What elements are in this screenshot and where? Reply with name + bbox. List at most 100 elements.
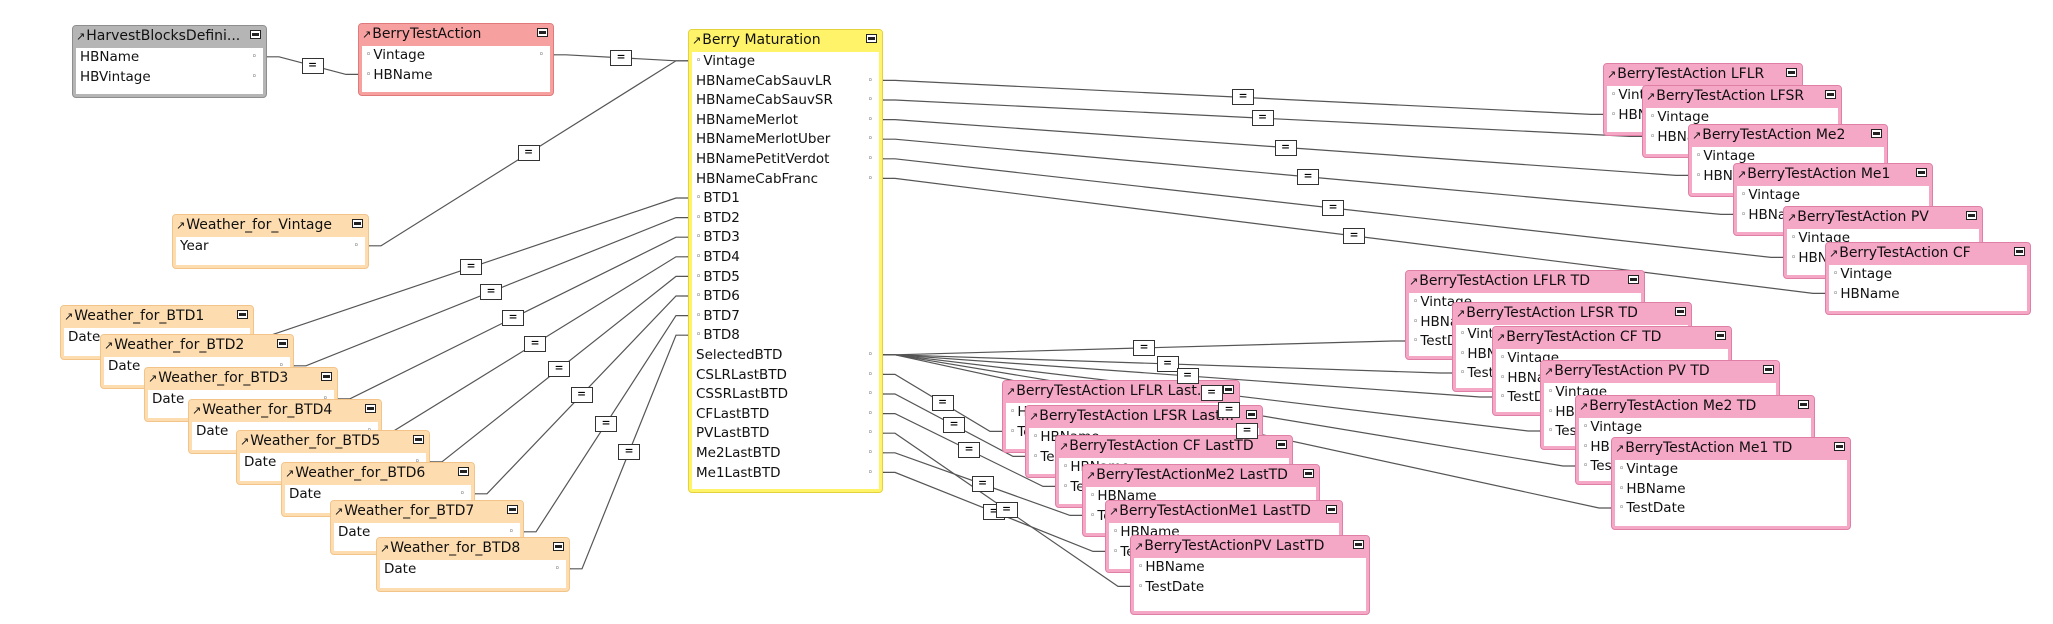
goto-table-icon[interactable]: ↗ <box>334 505 344 518</box>
field-row[interactable]: ◦BTD4 <box>696 248 875 267</box>
collapse-table-icon[interactable] <box>1871 129 1882 138</box>
relationship-operator-button[interactable]: = <box>943 417 965 434</box>
collapse-table-icon[interactable] <box>413 435 424 444</box>
collapse-table-icon[interactable] <box>1326 505 1337 514</box>
field-row[interactable]: HBName◦ <box>80 48 259 67</box>
goto-table-icon[interactable]: ↗ <box>362 28 372 41</box>
collapse-table-icon[interactable] <box>1675 307 1686 316</box>
field-row[interactable]: ◦TestDate <box>1619 499 1843 518</box>
table-header[interactable]: ↗BerryTestAction LFLR Last... <box>1003 381 1239 401</box>
table-header[interactable]: ↗BerryTestAction LFSR TD <box>1453 303 1691 323</box>
field-row[interactable]: ◦TestDate <box>1138 578 1362 597</box>
collapse-table-icon[interactable] <box>1763 365 1774 374</box>
table-occurrence[interactable]: ↗BerryTestAction Me1 TD◦Vintage◦HBName◦T… <box>1611 437 1851 530</box>
table-header[interactable]: ↗BerryTestActionMe1 LastTD <box>1106 501 1342 521</box>
field-row[interactable]: Date◦ <box>108 357 286 376</box>
collapse-table-icon[interactable] <box>1223 385 1234 394</box>
table-header[interactable]: ↗BerryTestActionPV LastTD <box>1131 536 1369 556</box>
table-occurrence[interactable]: ↗HarvestBlocksDefini...HBName◦HBVintage◦ <box>72 25 267 98</box>
field-row[interactable]: HBNamePetitVerdot◦ <box>696 150 875 169</box>
relationship-operator-button[interactable]: = <box>517 145 540 162</box>
field-row[interactable]: ◦Vintage <box>1696 147 1880 166</box>
goto-table-icon[interactable]: ↗ <box>1646 90 1656 103</box>
relationship-operator-button[interactable]: = <box>995 501 1018 518</box>
relationship-operator-button[interactable]: = <box>1251 110 1274 127</box>
field-row[interactable]: ◦Vintage <box>1741 186 1925 205</box>
relationship-operator-button[interactable]: = <box>548 361 570 378</box>
goto-table-icon[interactable]: ↗ <box>1059 440 1069 453</box>
table-header[interactable]: ↗Weather_for_BTD1 <box>61 306 253 326</box>
relationship-operator-button[interactable]: = <box>618 444 640 460</box>
field-row[interactable]: PVLastBTD◦ <box>696 424 875 443</box>
relationship-operator-button[interactable]: = <box>301 57 324 74</box>
relationship-operator-button[interactable]: = <box>1156 355 1179 372</box>
collapse-table-icon[interactable] <box>553 542 564 551</box>
table-header[interactable]: ↗Weather_for_BTD4 <box>189 400 381 420</box>
collapse-table-icon[interactable] <box>277 339 288 348</box>
field-row[interactable]: CFLastBTD◦ <box>696 405 875 424</box>
collapse-table-icon[interactable] <box>321 372 332 381</box>
goto-table-icon[interactable]: ↗ <box>1615 442 1625 455</box>
field-row[interactable]: Date◦ <box>289 485 467 504</box>
goto-table-icon[interactable]: ↗ <box>1787 211 1797 224</box>
table-header[interactable]: ↗BerryTestAction CF <box>1826 243 2030 263</box>
collapse-table-icon[interactable] <box>537 28 548 37</box>
collapse-table-icon[interactable] <box>1786 68 1797 77</box>
field-row[interactable]: ◦BTD7 <box>696 307 875 326</box>
table-header[interactable]: ↗BerryTestAction CF TD <box>1493 327 1731 347</box>
relationship-operator-button[interactable]: = <box>524 335 546 352</box>
goto-table-icon[interactable]: ↗ <box>192 404 202 417</box>
field-row[interactable]: ◦HBName <box>1619 480 1843 499</box>
relationship-operator-button[interactable]: = <box>1236 423 1258 440</box>
field-row[interactable]: ◦Vintage <box>1650 108 1834 127</box>
field-row[interactable]: ◦HBName <box>1138 558 1362 577</box>
table-header[interactable]: ↗BerryTestAction Me1 <box>1734 164 1932 184</box>
table-header[interactable]: ↗BerryTestAction LFSR Last... <box>1026 406 1262 426</box>
field-row[interactable]: ◦BTD1 <box>696 189 875 208</box>
table-header[interactable]: ↗BerryTestAction PV <box>1784 207 1982 227</box>
relationship-operator-button[interactable]: = <box>931 394 954 411</box>
goto-table-icon[interactable]: ↗ <box>1737 168 1747 181</box>
goto-table-icon[interactable]: ↗ <box>1607 68 1617 81</box>
collapse-table-icon[interactable] <box>365 404 376 413</box>
collapse-table-icon[interactable] <box>1353 540 1364 549</box>
relationship-operator-button[interactable]: = <box>480 283 502 300</box>
collapse-table-icon[interactable] <box>1798 400 1809 409</box>
field-row[interactable]: ◦HBName <box>366 66 546 85</box>
goto-table-icon[interactable]: ↗ <box>1579 400 1589 413</box>
field-row[interactable]: ◦BTD5 <box>696 268 875 287</box>
relationship-operator-button[interactable]: = <box>1322 200 1344 217</box>
collapse-table-icon[interactable] <box>1966 211 1977 220</box>
table-header[interactable]: ↗BerryTestAction Me2 TD <box>1576 396 1814 416</box>
table-header[interactable]: ↗Weather_for_BTD3 <box>145 368 337 388</box>
field-row[interactable]: Me2LastBTD◦ <box>696 444 875 463</box>
field-row[interactable]: SelectedBTD◦ <box>696 346 875 365</box>
field-row[interactable]: Year◦ <box>180 237 361 256</box>
field-row[interactable]: Date◦ <box>338 523 516 542</box>
field-row[interactable]: Me1LastBTD◦ <box>696 464 875 483</box>
goto-table-icon[interactable]: ↗ <box>380 542 390 555</box>
relationship-operator-button[interactable]: = <box>595 415 617 432</box>
goto-table-icon[interactable]: ↗ <box>1029 410 1039 423</box>
field-row[interactable]: ◦Vintage <box>696 52 875 71</box>
collapse-table-icon[interactable] <box>250 30 261 39</box>
field-row[interactable]: HBNameMerlot◦ <box>696 111 875 130</box>
collapse-table-icon[interactable] <box>1276 440 1287 449</box>
field-row[interactable]: ◦Vintage◦ <box>366 46 546 65</box>
goto-table-icon[interactable]: ↗ <box>1496 331 1506 344</box>
goto-table-icon[interactable]: ↗ <box>176 219 186 232</box>
field-row[interactable]: CSLRLastBTD◦ <box>696 366 875 385</box>
relationship-operator-button[interactable]: = <box>1274 139 1297 156</box>
table-header[interactable]: ↗BerryTestAction LFLR <box>1604 64 1802 84</box>
collapse-table-icon[interactable] <box>1825 90 1836 99</box>
field-row[interactable]: ◦HBName <box>1833 285 2023 304</box>
goto-table-icon[interactable]: ↗ <box>1829 247 1839 260</box>
relationship-operator-button[interactable]: = <box>1176 367 1199 384</box>
field-row[interactable]: ◦Vintage <box>1833 265 2023 284</box>
collapse-table-icon[interactable] <box>1246 410 1257 419</box>
collapse-table-icon[interactable] <box>507 505 518 514</box>
goto-table-icon[interactable]: ↗ <box>104 339 114 352</box>
field-row[interactable]: ◦Vintage <box>1583 418 1807 437</box>
